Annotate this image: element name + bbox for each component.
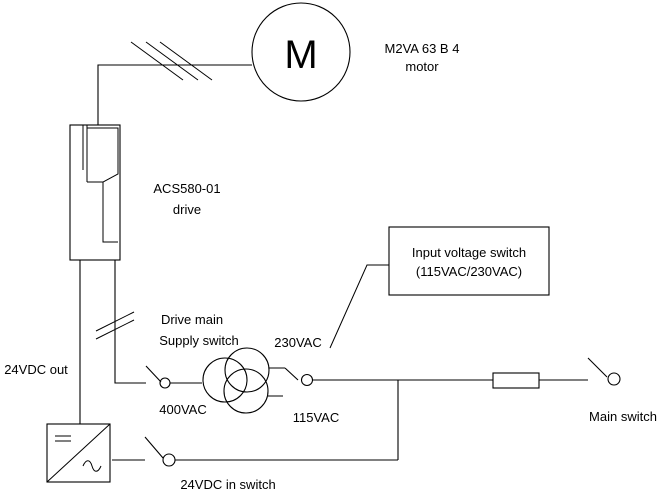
label-24vdc-in-switch: 24VDC in switch — [180, 477, 275, 492]
drive — [69, 124, 121, 261]
input-switch-title: Input voltage switch — [412, 245, 526, 260]
motor-cable — [97, 41, 252, 125]
drive-body — [69, 124, 121, 261]
motor-circle — [251, 2, 351, 102]
main-switch — [587, 357, 621, 386]
drive-label: drive — [173, 202, 201, 217]
power-supply-converter — [46, 423, 111, 483]
24vdc-in-switch — [112, 436, 398, 467]
motor-label: motor — [405, 59, 439, 74]
input-switch-range: (115VAC/230VAC) — [416, 264, 522, 279]
drive-model-label: ACS580-01 — [153, 181, 220, 196]
label-115vac: 115VAC — [293, 410, 340, 425]
input-voltage-changeover — [284, 367, 493, 387]
label-24vdc-out: 24VDC out — [4, 362, 68, 377]
label-230vac: 230VAC — [274, 335, 321, 350]
motor-model-label: M2VA 63 B 4 — [385, 41, 460, 56]
drive-main-switch — [145, 365, 202, 389]
label-drive-main: Drive main — [161, 312, 223, 327]
label-400vac: 400VAC — [159, 402, 206, 417]
label-supply-switch: Supply switch — [159, 333, 238, 348]
transformer — [202, 347, 285, 414]
label-main-switch: Main switch — [589, 409, 657, 424]
drive-supply-wire — [95, 260, 146, 384]
motor-symbol: M — [284, 33, 317, 77]
input-voltage-switch-box — [329, 226, 550, 349]
fuse — [492, 372, 588, 389]
motor: M — [251, 2, 351, 102]
